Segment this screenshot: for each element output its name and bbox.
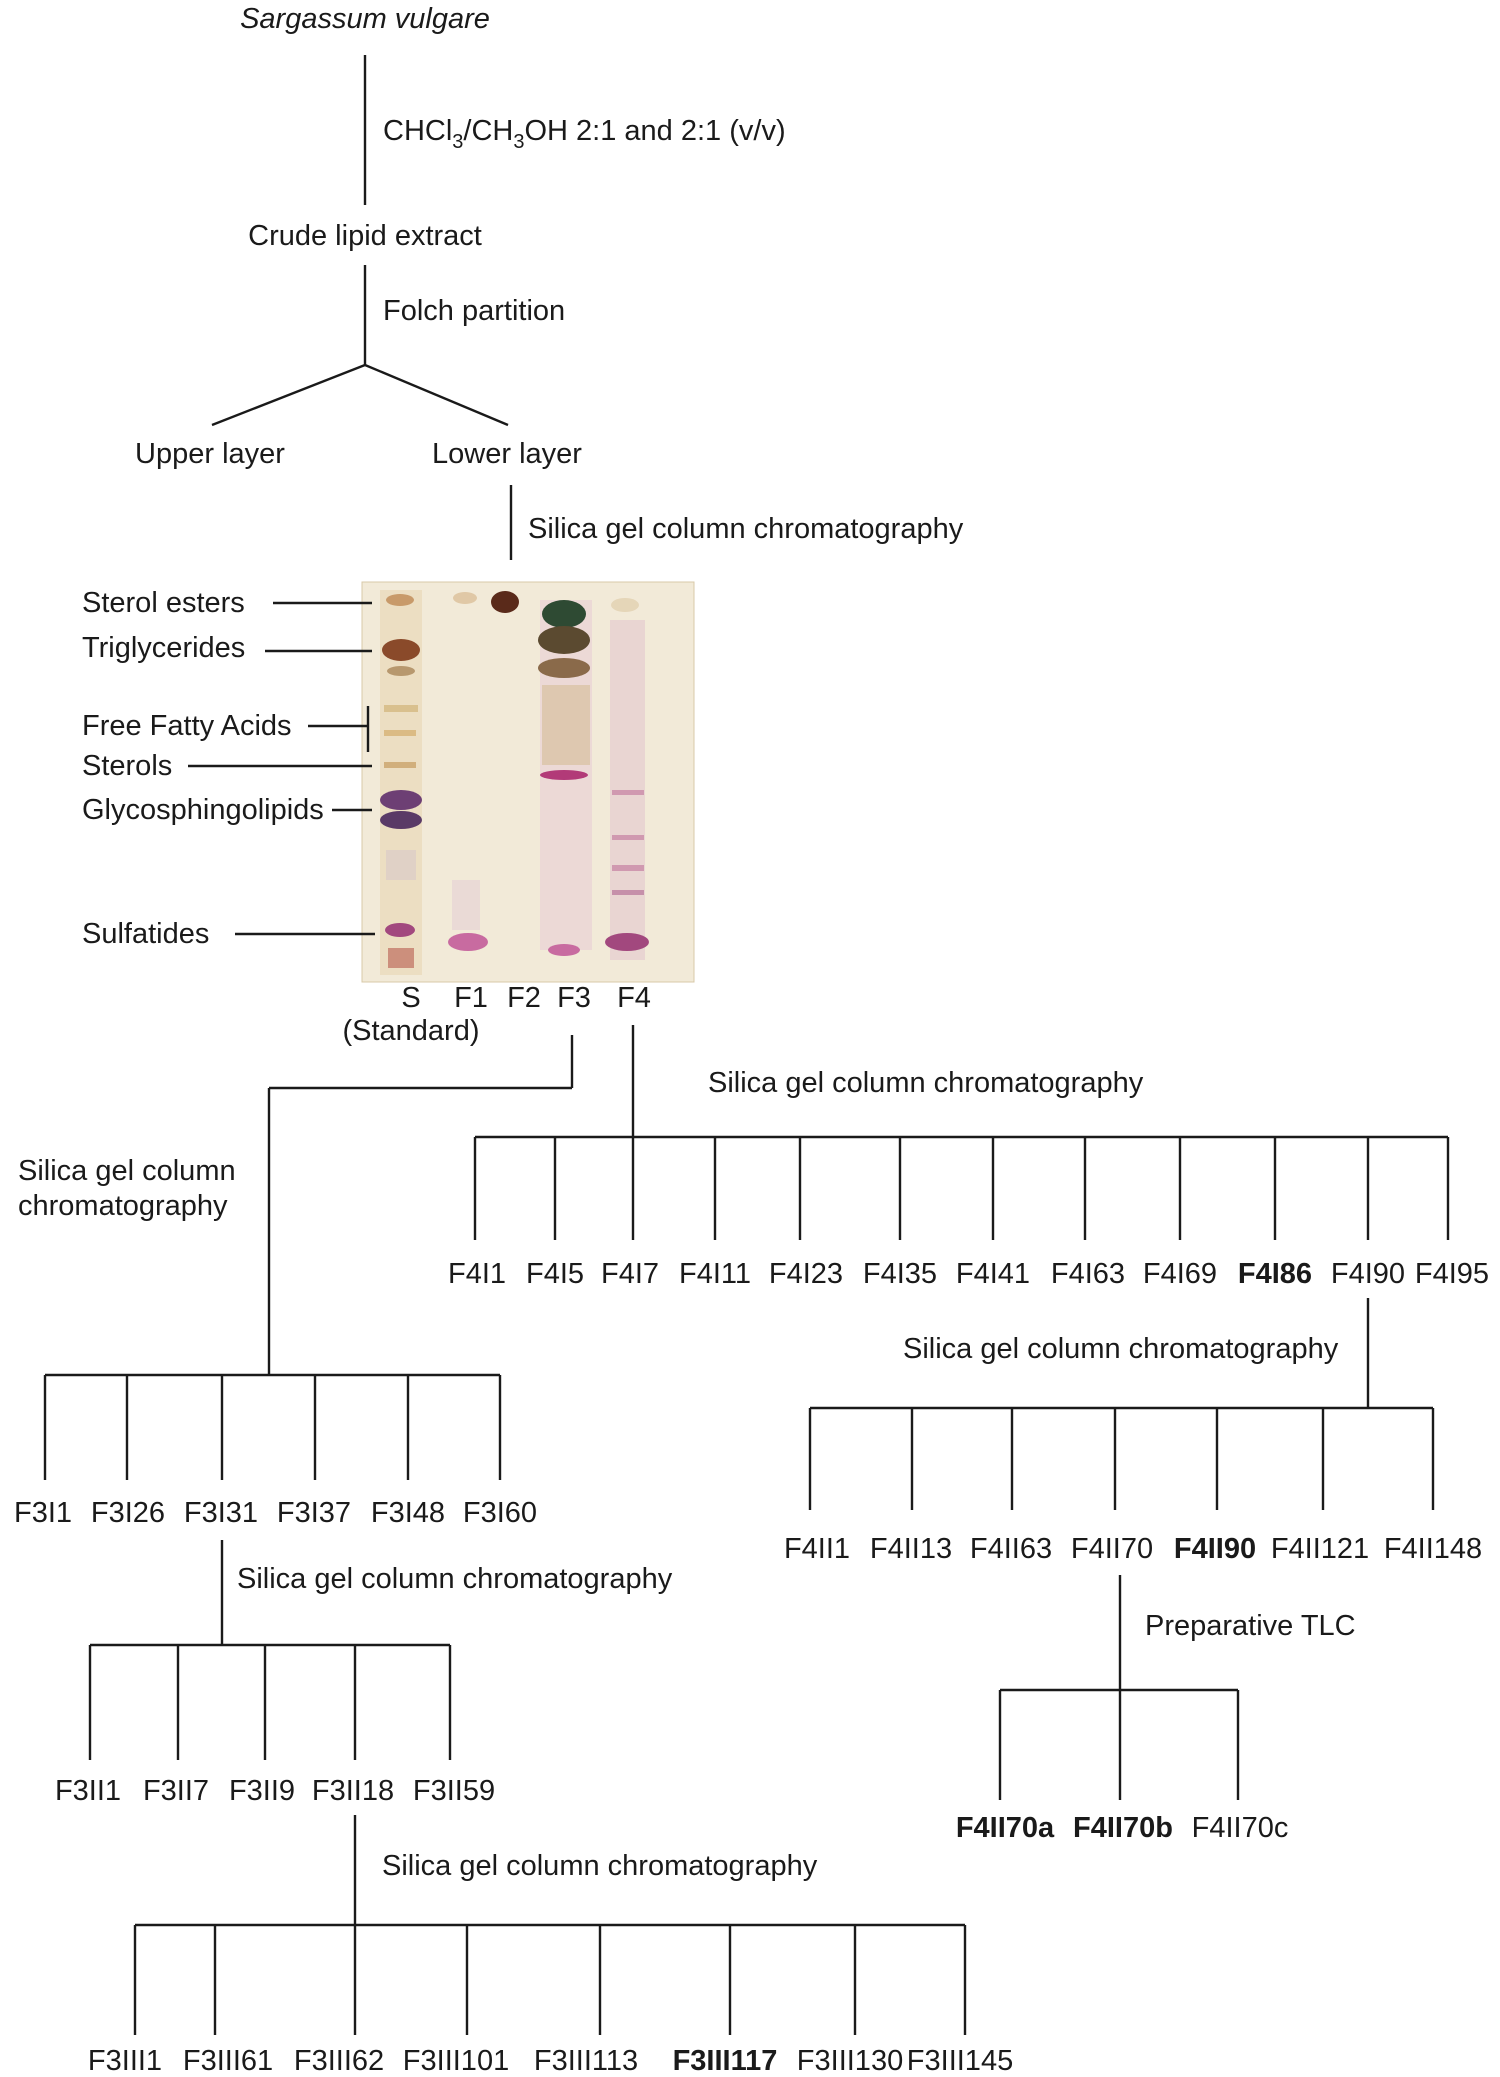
preparative-tlc-label: Preparative TLC [1145, 1610, 1356, 1642]
standard-glycosphingolipids: Glycosphingolipids [82, 794, 324, 826]
silica-step-label: Silica gel column chromatography [708, 1067, 1144, 1099]
fraction-f3i: F3I26 [91, 1497, 165, 1529]
fraction-f4ii70-highlighted: F4II70b [1073, 1812, 1173, 1844]
lane-label: F1 [454, 982, 488, 1014]
fraction-f3iii: F3III1 [88, 2045, 162, 2077]
fraction-f4ii70: F4II70c [1192, 1812, 1289, 1844]
silica-step-label: Silica gel column [18, 1155, 236, 1187]
standard-sterols: Sterols [82, 750, 172, 782]
fraction-f3iii: F3III130 [797, 2045, 903, 2077]
fraction-f4i: F4I35 [863, 1258, 937, 1290]
source-organism: Sargassum vulgare [240, 3, 490, 35]
fraction-f4ii-highlighted: F4II90 [1174, 1533, 1256, 1565]
extraction-solvent-label: CHCl3/CH3OH 2:1 and 2:1 (v/v) [383, 115, 786, 153]
lane-label: F4 [617, 982, 651, 1014]
fraction-f4i: F4I95 [1415, 1258, 1489, 1290]
fraction-f3i: F3I1 [14, 1497, 72, 1529]
fraction-f4ii: F4II70 [1071, 1533, 1153, 1565]
lane-standard-note: (Standard) [342, 1015, 479, 1047]
lane-label: S [401, 982, 420, 1014]
f3iii-fractions [133, 1925, 967, 2035]
silica-step-label: chromatography [18, 1190, 228, 1222]
fraction-f3ii: F3II1 [55, 1775, 121, 1807]
fraction-f4i: F4I1 [448, 1258, 506, 1290]
fraction-f3i: F3I48 [371, 1497, 445, 1529]
fraction-f4i: F4I63 [1051, 1258, 1125, 1290]
fraction-f3ii: F3II18 [312, 1775, 394, 1807]
fraction-f3iii: F3III145 [907, 2045, 1013, 2077]
lane-label: F3 [557, 982, 591, 1014]
standard-sulfatides: Sulfatides [82, 918, 209, 950]
fraction-f4ii: F4II121 [1271, 1533, 1369, 1565]
silica-step-label: Silica gel column chromatography [382, 1850, 818, 1882]
fraction-f3ii: F3II7 [143, 1775, 209, 1807]
tlc-plate [361, 581, 695, 983]
fraction-f4i: F4I41 [956, 1258, 1030, 1290]
f4ii-fractions [808, 1408, 1435, 1510]
f3ii-fractions [88, 1645, 452, 1760]
standard-free-fatty-acids: Free Fatty Acids [82, 710, 292, 742]
fraction-f4ii: F4II13 [870, 1533, 952, 1565]
f3i-fractions [43, 1375, 502, 1480]
fraction-f4i: F4I69 [1143, 1258, 1217, 1290]
fraction-f3iii: F3III61 [183, 2045, 273, 2077]
upper-layer: Upper layer [135, 438, 285, 470]
fraction-f3ii: F3II9 [229, 1775, 295, 1807]
silica-step-label: Silica gel column chromatography [903, 1333, 1339, 1365]
fraction-f4ii: F4II1 [784, 1533, 850, 1565]
fraction-f3iii-highlighted: F3III117 [673, 2045, 778, 2077]
standard-triglycerides: Triglycerides [82, 632, 245, 664]
fraction-f4ii: F4II63 [970, 1533, 1052, 1565]
fraction-f3ii: F3II59 [413, 1775, 495, 1807]
crude-lipid-extract: Crude lipid extract [248, 220, 482, 252]
fraction-f3i: F3I37 [277, 1497, 351, 1529]
lower-layer: Lower layer [432, 438, 582, 470]
silica-step-label: Silica gel column chromatography [528, 513, 964, 545]
fraction-f3iii: F3III62 [294, 2045, 384, 2077]
fraction-f3i: F3I31 [184, 1497, 258, 1529]
fraction-f3iii: F3III101 [403, 2045, 509, 2077]
folch-partition-label: Folch partition [383, 295, 565, 327]
fraction-f4i: F4I90 [1331, 1258, 1405, 1290]
fraction-f4i: F4I23 [769, 1258, 843, 1290]
standard-sterol-esters: Sterol esters [82, 587, 245, 619]
fraction-f4i: F4I5 [526, 1258, 584, 1290]
lane-label: F2 [507, 982, 541, 1014]
fraction-f4ii70-highlighted: F4II70a [956, 1812, 1055, 1844]
connector [364, 363, 509, 427]
connector [211, 363, 366, 427]
fraction-f4i: F4I11 [679, 1258, 751, 1290]
f4i-fractions [473, 1137, 1450, 1240]
f4ii70-fractions [998, 1690, 1240, 1800]
fraction-f4i-highlighted: F4I86 [1238, 1258, 1312, 1290]
fraction-f3iii: F3III113 [534, 2045, 638, 2077]
fraction-f3i: F3I60 [463, 1497, 537, 1529]
fraction-f4i: F4I7 [601, 1258, 659, 1290]
silica-step-label: Silica gel column chromatography [237, 1563, 673, 1595]
fraction-f4ii: F4II148 [1384, 1533, 1482, 1565]
